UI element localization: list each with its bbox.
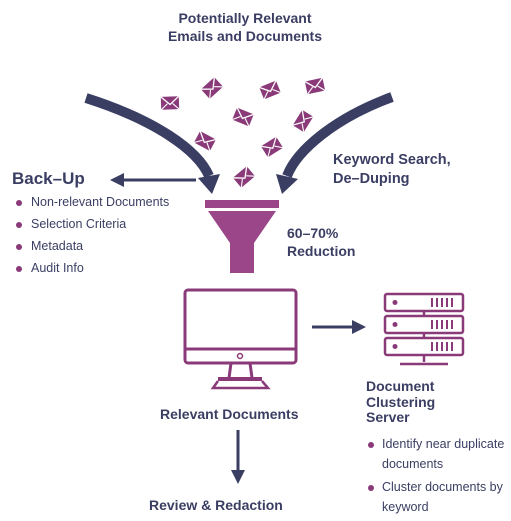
- keyword-label: Keyword Search, De–Duping: [333, 152, 451, 187]
- list-item: Non-relevant Documents: [16, 195, 169, 217]
- list-item: Audit Info: [16, 261, 169, 283]
- backup-title: Back–Up: [12, 169, 85, 188]
- list-item: Metadata: [16, 239, 169, 261]
- list-item: Identify near duplicate documents: [368, 435, 511, 474]
- envelope-icon: [193, 130, 217, 152]
- envelope-icon: [258, 79, 282, 101]
- envelope-icon: [200, 76, 224, 100]
- monitor-icon: [183, 288, 298, 390]
- envelope-icon: [160, 95, 180, 111]
- server-icon: [383, 292, 465, 366]
- envelope-icon: [292, 109, 314, 133]
- envelope-icon: [260, 136, 284, 158]
- left-curved-arrow-icon: [84, 93, 220, 194]
- server-list: Identify near duplicate documents Cluste…: [368, 435, 511, 521]
- envelope-icon: [304, 77, 326, 95]
- list-item: Selection Criteria: [16, 217, 169, 239]
- list-item: Cluster documents by keyword: [368, 478, 511, 517]
- server-title: Document Clustering Server: [366, 378, 436, 425]
- backup-arrow-icon: [110, 173, 124, 187]
- envelope-icon: [232, 165, 256, 189]
- down-arrow-icon: [231, 470, 245, 484]
- envelope-icons: [160, 76, 326, 189]
- funnel-icon: [205, 200, 279, 273]
- right-curved-arrow-icon: [276, 92, 394, 194]
- server-arrow-icon: [352, 320, 366, 334]
- envelope-icon: [231, 106, 255, 128]
- relevant-documents-label: Relevant Documents: [160, 406, 299, 422]
- top-title: Potentially Relevant Emails and Document…: [167, 10, 323, 44]
- review-redaction-label: Review & Redaction: [149, 497, 283, 513]
- reduction-label: 60–70% Reduction: [287, 225, 356, 259]
- backup-list: Non-relevant Documents Selection Criteri…: [16, 195, 169, 283]
